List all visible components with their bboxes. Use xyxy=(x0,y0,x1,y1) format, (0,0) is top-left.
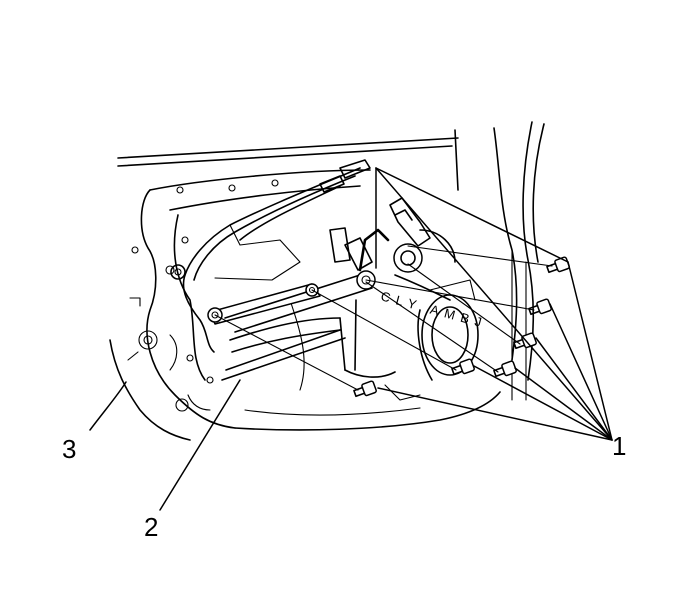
leader-line-1 xyxy=(567,261,613,441)
leader-line-1 xyxy=(375,167,613,441)
leader-line-1 xyxy=(549,303,613,441)
door-frame xyxy=(117,121,545,401)
leader-line-2 xyxy=(159,379,241,511)
bolt xyxy=(451,358,475,376)
inner-door-panel xyxy=(127,169,501,431)
leader-line-3 xyxy=(89,381,127,431)
callout-label-2: 2 xyxy=(144,512,158,542)
leader-lines xyxy=(89,167,613,511)
callout-label-3: 3 xyxy=(62,434,76,464)
bolt xyxy=(528,298,552,316)
outer-panel-edge xyxy=(109,339,191,441)
leader-line-1 xyxy=(514,367,613,441)
callout-label-1: 1 xyxy=(612,431,626,461)
bolt-alignment-lines xyxy=(214,245,553,391)
leader-line-1 xyxy=(535,337,613,441)
window-regulator xyxy=(207,227,396,381)
leader-line-1 xyxy=(377,387,613,441)
wiring-harness xyxy=(170,159,371,353)
leader-line-1 xyxy=(473,365,613,441)
bolt xyxy=(353,380,377,398)
bolt xyxy=(493,360,517,378)
bolts xyxy=(353,256,570,398)
